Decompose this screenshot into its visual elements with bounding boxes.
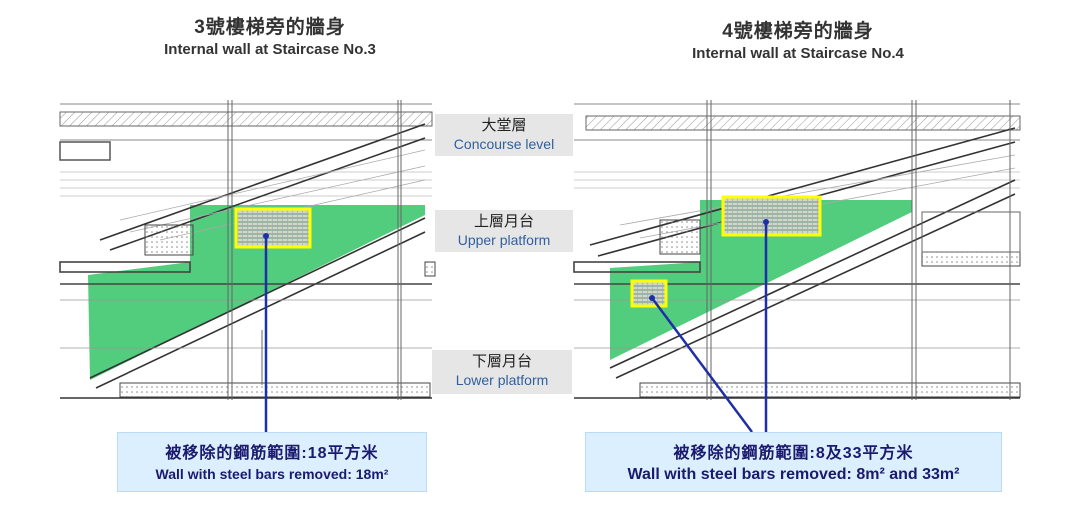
level-zh: 大堂層 bbox=[481, 117, 527, 134]
right-removal-callout: 被移除的鋼筋範圍:8及33平方米 Wall with steel bars re… bbox=[585, 432, 1002, 492]
left-removal-callout: 被移除的鋼筋範圍:18平方米 Wall with steel bars remo… bbox=[117, 432, 427, 492]
callout-zh: 被移除的鋼筋範圍:8及33平方米 bbox=[673, 445, 914, 462]
right-title-en: Internal wall at Staircase No.4 bbox=[692, 45, 904, 62]
level-label-lower-platform: 下層月台 Lower platform bbox=[432, 350, 572, 394]
left-title-zh: 3號樓梯旁的牆身 bbox=[194, 17, 346, 38]
right-title-zh: 4號樓梯旁的牆身 bbox=[722, 21, 874, 42]
callout-zh: 被移除的鋼筋範圍:18平方米 bbox=[165, 445, 379, 462]
left-section bbox=[59, 100, 436, 432]
left-panel-title: 3號樓梯旁的牆身 Internal wall at Staircase No.3 bbox=[120, 12, 420, 58]
left-title-en: Internal wall at Staircase No.3 bbox=[164, 41, 376, 58]
level-en: Concourse level bbox=[453, 136, 555, 152]
right-section bbox=[573, 100, 1021, 433]
level-label-concourse: 大堂層 Concourse level bbox=[435, 114, 573, 156]
level-zh: 下層月台 bbox=[471, 353, 532, 370]
right-panel-title: 4號樓梯旁的牆身 Internal wall at Staircase No.4 bbox=[648, 16, 948, 62]
callout-en: Wall with steel bars removed: 8m² and 33… bbox=[627, 466, 960, 483]
level-label-upper-platform: 上層月台 Upper platform bbox=[435, 210, 573, 252]
level-en: Lower platform bbox=[455, 372, 549, 388]
level-zh: 上層月台 bbox=[473, 213, 534, 230]
callout-en: Wall with steel bars removed: 18m² bbox=[155, 466, 389, 482]
level-en: Upper platform bbox=[457, 232, 551, 248]
